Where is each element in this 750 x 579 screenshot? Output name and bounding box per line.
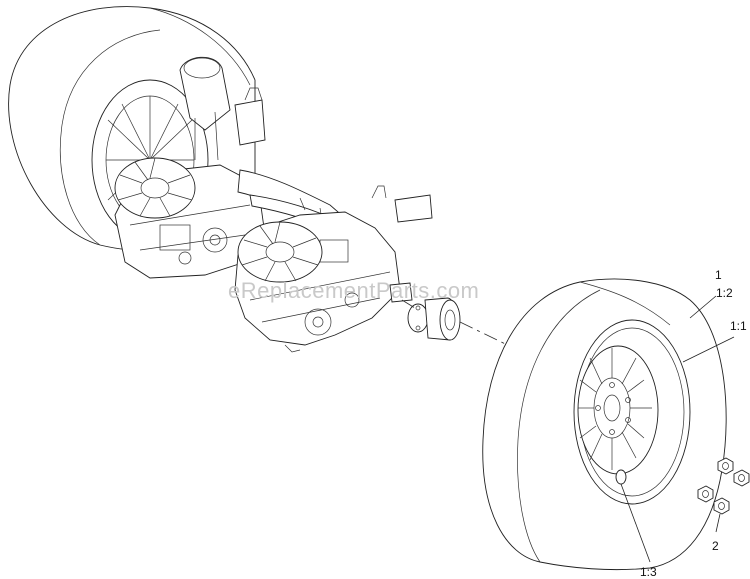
watermark: eReplacementParts.com [228,278,479,303]
valve-stem [615,469,627,485]
lug-nut [717,457,734,475]
left-reservoir [179,56,231,131]
callout-1-2: 1:2 [716,286,733,300]
lug-hole [595,405,601,411]
left-cooling-fan [114,157,196,219]
left-transaxle-assembly [114,56,266,279]
right-rim-spokes [578,348,652,470]
callout-1-3: 1:3 [640,565,657,579]
leader-lines [620,295,735,563]
right-wheel-assembly [482,278,727,571]
right-cooling-fan [237,221,323,283]
lug-hole [625,397,631,403]
lug-hole [625,417,631,423]
lug-nuts [697,457,750,515]
lug-hole [609,382,615,388]
lug-nut [697,485,714,503]
callout-1-1: 1:1 [730,319,747,333]
wheel-hub [407,297,461,341]
right-transaxle-assembly [234,211,413,353]
callout-1: 1 [715,268,722,282]
lug-nut [733,469,750,487]
callout-2: 2 [712,539,719,553]
leader-1-3 [620,483,651,563]
leader-1-1 [682,336,735,363]
leader-2 [715,513,721,533]
right-wheel-rim [573,319,691,505]
lug-hole [609,429,615,435]
lug-nut [713,497,730,515]
leader-1-2 [689,295,717,319]
